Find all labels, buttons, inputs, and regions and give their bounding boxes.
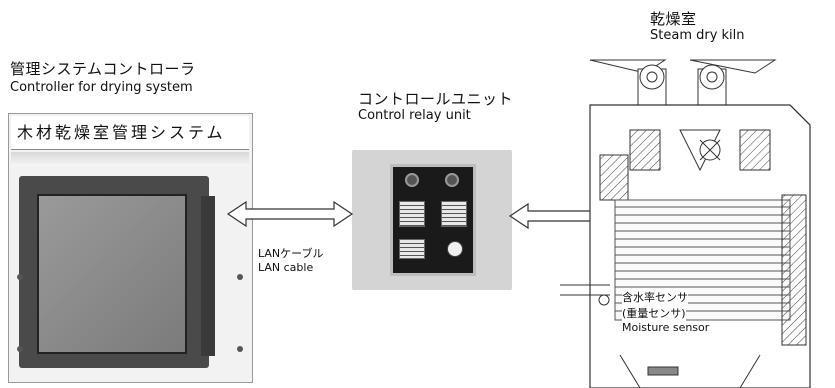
- fan-icon: [698, 65, 726, 111]
- fan-icon: [638, 65, 666, 111]
- double-arrow-icon: [228, 202, 352, 226]
- sensor-label-en: Moisture sensor: [622, 321, 709, 334]
- kiln-drawing: [560, 55, 835, 388]
- sensor-label-jp2: (重量センサ): [622, 305, 686, 321]
- sensor-label-jp1: 含水率センサ: [622, 289, 688, 305]
